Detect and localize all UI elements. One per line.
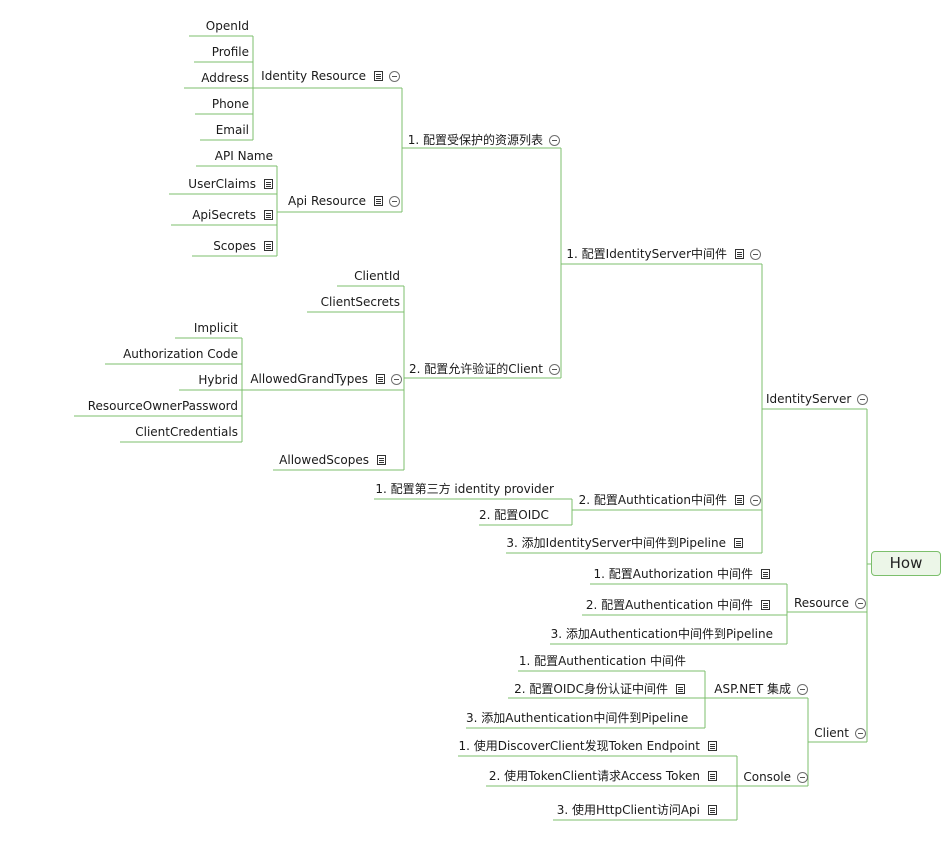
collapse-icon[interactable] [391,374,402,385]
collapse-icon[interactable] [750,249,761,260]
leaf-third-party-idp: 1. 配置第三方 identity provider [375,482,554,496]
topic-resource[interactable]: Resource [790,595,866,611]
topic-add-identityserver-pipeline[interactable]: 3. 添加IdentityServer中间件到Pipeline [506,535,743,551]
note-icon[interactable] [377,455,386,465]
aspnet-step-pipeline: 3. 添加Authentication中间件到Pipeline [466,711,689,725]
leaf-clientcredentials: ClientCredentials [135,425,238,439]
collapse-icon[interactable] [389,196,400,207]
aspnet-step-authentication: 1. 配置Authentication 中间件 [518,654,686,668]
note-icon[interactable] [708,805,717,815]
note-icon[interactable] [264,210,273,220]
note-icon[interactable] [676,684,685,694]
collapse-icon[interactable] [857,394,869,405]
collapse-icon[interactable] [549,364,560,375]
leaf-clientid: ClientId [354,269,400,283]
topic-identityserver-middleware[interactable]: 1. 配置IdentityServer中间件 [566,246,761,262]
note-icon[interactable] [376,374,385,384]
note-icon[interactable] [735,249,744,259]
note-icon[interactable] [264,179,273,189]
topic-api-resource[interactable]: Api Resource [282,193,400,209]
topic-configure-clients[interactable]: 2. 配置允许验证的Client [408,361,560,377]
collapse-icon[interactable] [855,598,866,609]
aspnet-step-oidc: 2. 配置OIDC身份认证中间件 [508,681,685,697]
console-step-discover: 1. 使用DiscoverClient发现Token Endpoint [458,738,717,754]
topic-client[interactable]: Client [812,725,866,741]
topic-allowed-grand-types[interactable]: AllowedGrandTypes [246,371,402,387]
leaf-email: Email [215,123,249,137]
topic-aspnet[interactable]: ASP.NET 集成 [708,681,808,697]
leaf-allowedscopes: AllowedScopes [273,452,386,468]
leaf-profile: Profile [211,45,249,59]
leaf-implicit: Implicit [193,321,238,335]
collapse-icon[interactable] [797,684,808,695]
note-icon[interactable] [264,241,273,251]
resource-step-authorization: 1. 配置Authorization 中间件 [590,566,770,582]
resource-step-authentication: 2. 配置Authentication 中间件 [582,597,770,613]
topic-authtication-middleware[interactable]: 2. 配置Authtication中间件 [576,492,761,508]
collapse-icon[interactable] [797,772,808,783]
collapse-icon[interactable] [855,728,866,739]
topic-identity-resource[interactable]: Identity Resource [258,68,400,84]
note-icon[interactable] [374,196,383,206]
leaf-configure-oidc: 2. 配置OIDC [479,508,549,522]
leaf-address: Address [201,71,249,85]
note-icon[interactable] [734,538,743,548]
leaf-openid: OpenId [205,19,249,33]
note-icon[interactable] [761,600,770,610]
console-step-httpclient: 3. 使用HttpClient访问Api [553,802,717,818]
collapse-icon[interactable] [389,71,400,82]
note-icon[interactable] [374,71,383,81]
note-icon[interactable] [708,741,717,751]
note-icon[interactable] [735,495,744,505]
leaf-userclaims: UserClaims [169,176,273,192]
leaf-hybrid: Hybrid [198,373,238,387]
leaf-authorization-code: Authorization Code [123,347,238,361]
note-icon[interactable] [708,771,717,781]
note-icon[interactable] [761,569,770,579]
topic-console[interactable]: Console [740,769,808,785]
console-step-token: 2. 使用TokenClient请求Access Token [486,768,717,784]
leaf-apisecrets: ApiSecrets [171,207,273,223]
leaf-phone: Phone [211,97,249,111]
topic-configure-resources[interactable]: 1. 配置受保护的资源列表 [406,132,560,148]
collapse-icon[interactable] [750,495,761,506]
topic-identityserver[interactable]: IdentityServer [766,391,869,407]
leaf-resourceownerpassword: ResourceOwnerPassword [87,399,238,413]
resource-step-pipeline: 3. 添加Authentication中间件到Pipeline [550,627,773,641]
leaf-scopes: Scopes [192,238,273,254]
root-topic-how[interactable]: How [871,551,941,576]
leaf-api-name: API Name [214,149,273,163]
leaf-clientsecrets: ClientSecrets [320,295,400,309]
collapse-icon[interactable] [549,135,560,146]
